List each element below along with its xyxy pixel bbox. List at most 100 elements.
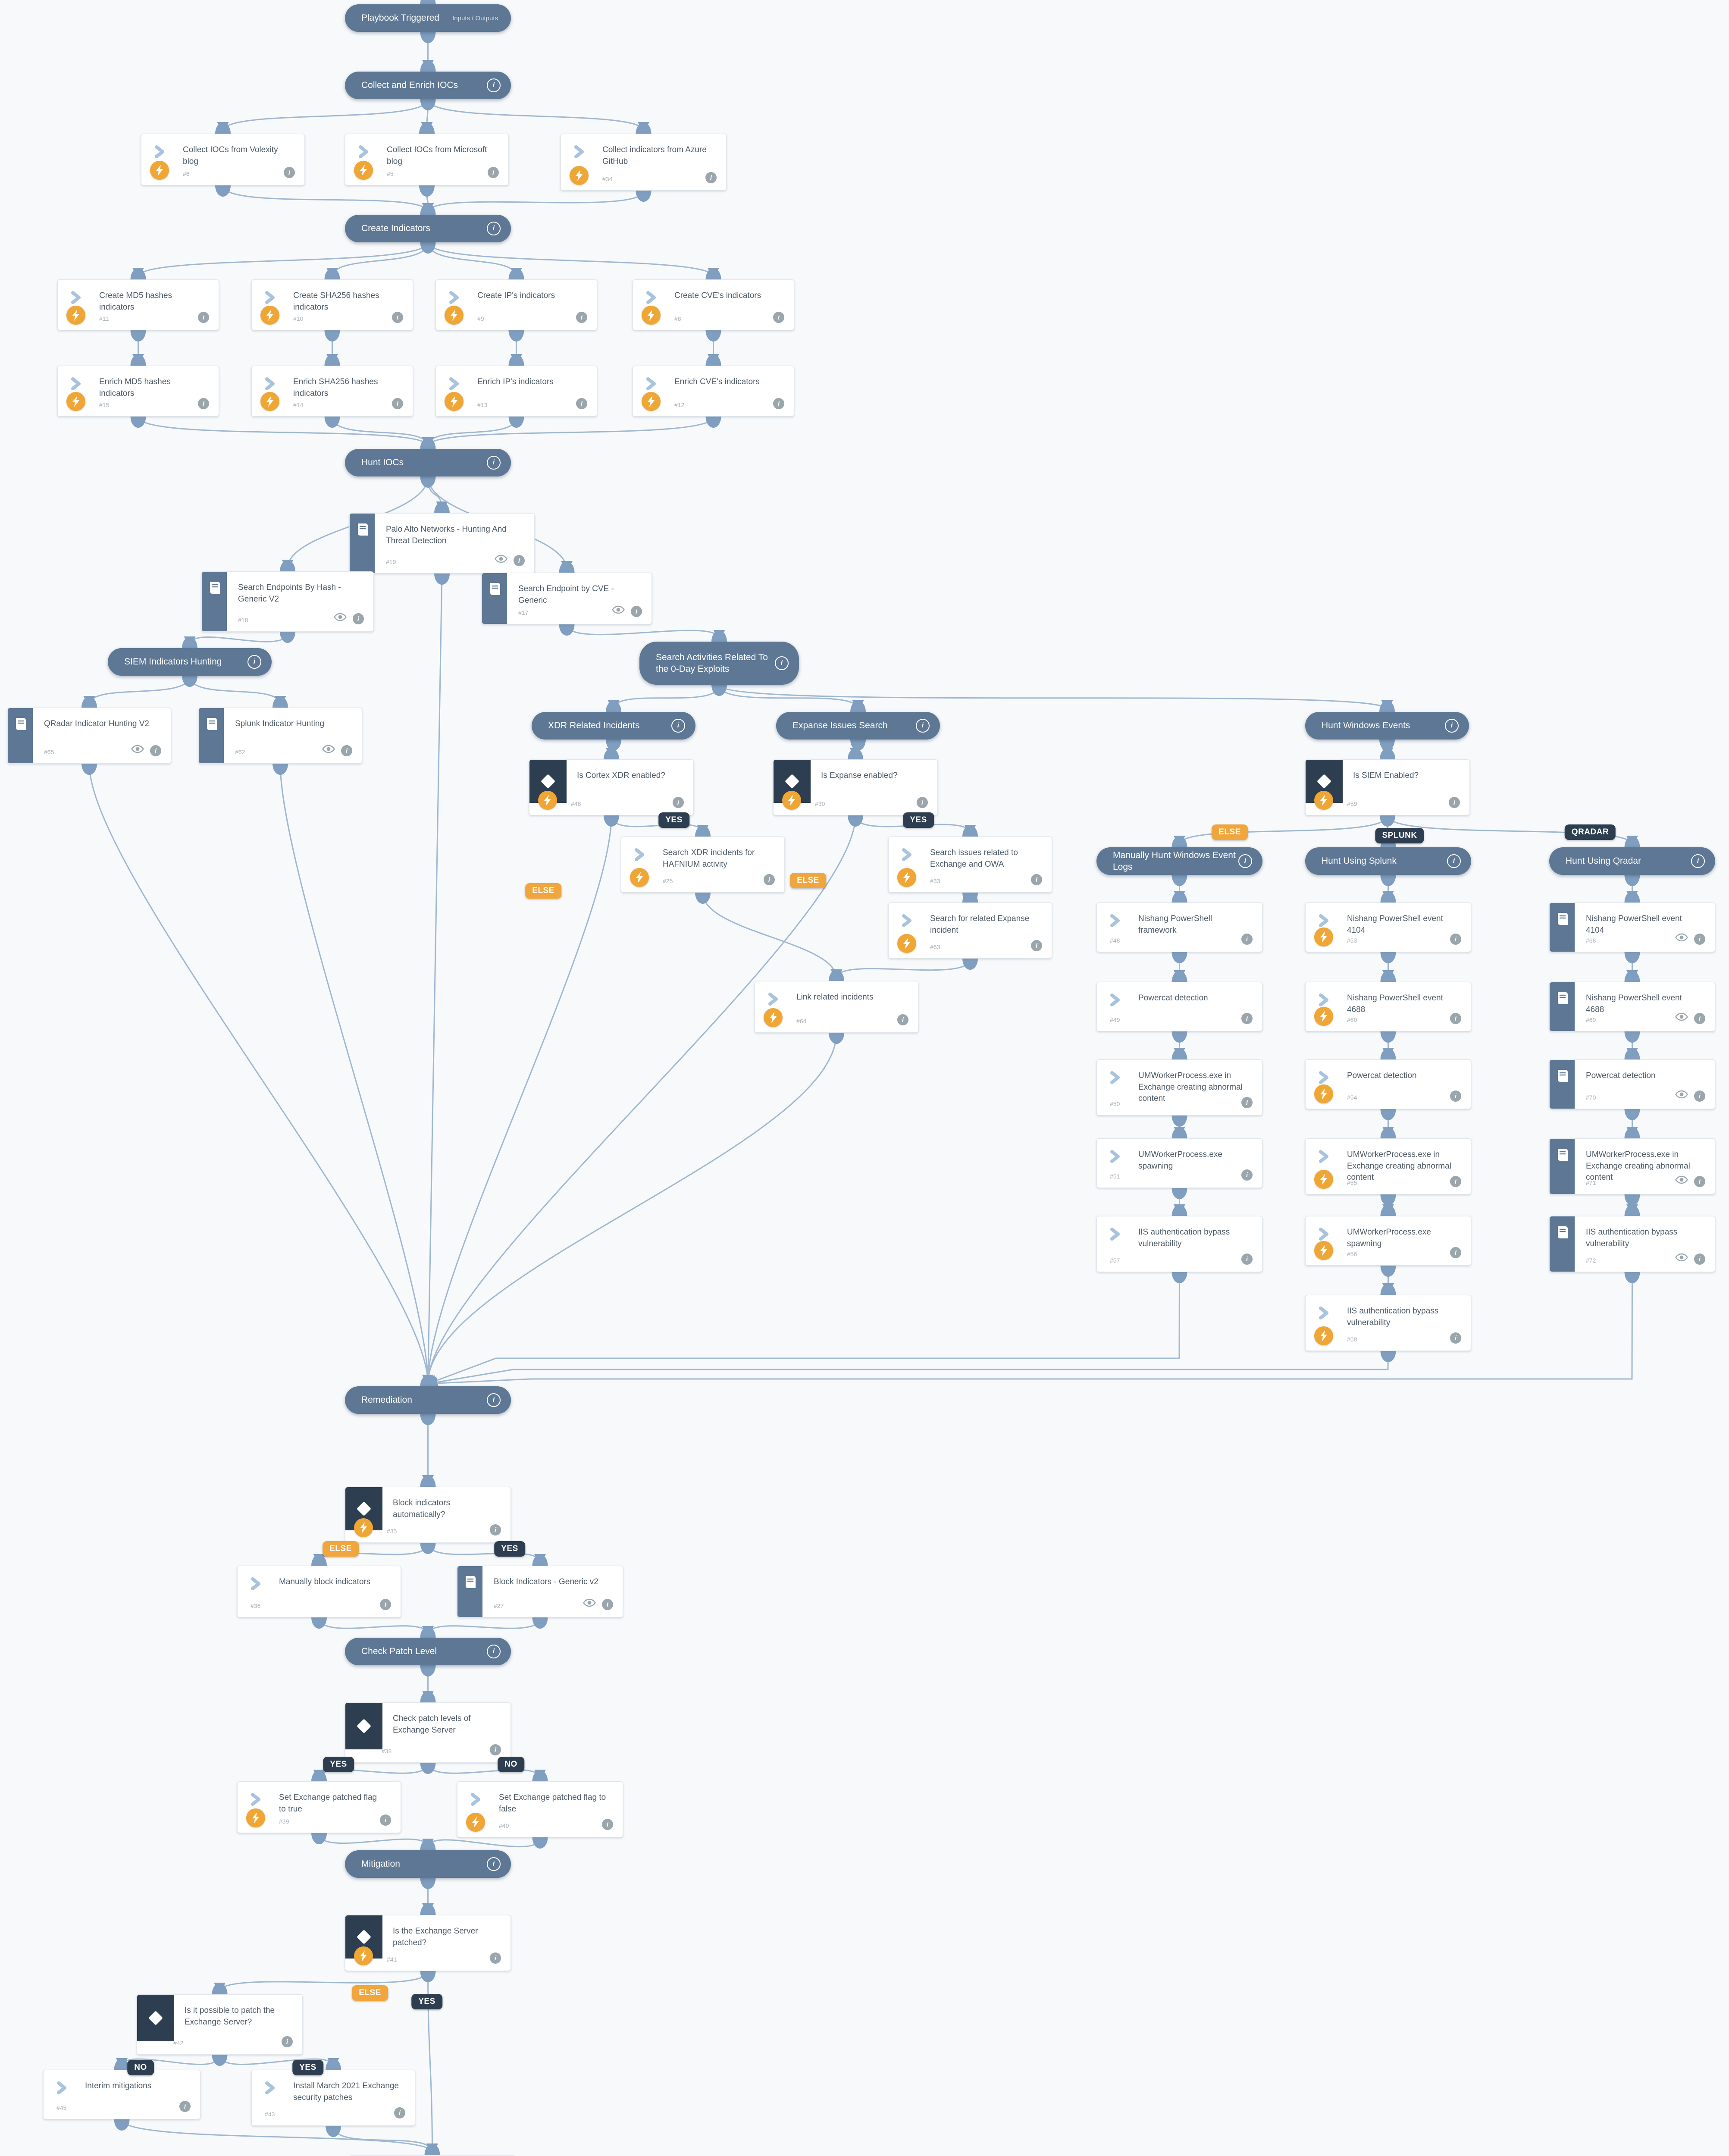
- info-icon[interactable]: i: [897, 1014, 908, 1025]
- task-manual-iis-auth-bypass[interactable]: IIS authentication bypass vulnerability#…: [1096, 1216, 1262, 1272]
- info-icon[interactable]: i: [576, 398, 587, 409]
- info-icon[interactable]: i: [179, 2101, 191, 2112]
- info-icon[interactable]: i: [487, 1857, 501, 1871]
- info-icon[interactable]: i: [380, 1814, 391, 1826]
- info-icon[interactable]: i: [490, 1524, 501, 1536]
- preview-eye-icon[interactable]: [1675, 1175, 1688, 1184]
- preview-eye-icon[interactable]: [1675, 1090, 1688, 1099]
- info-icon[interactable]: i: [490, 1744, 501, 1755]
- info-icon[interactable]: i: [1447, 854, 1461, 868]
- info-icon[interactable]: i: [1445, 719, 1459, 733]
- preview-eye-icon[interactable]: [1675, 933, 1688, 942]
- preview-eye-icon[interactable]: [495, 555, 507, 563]
- playbook-qradar-umworker-abnormal-content[interactable]: UMWorkerProcess.exe in Exchange creating…: [1549, 1138, 1715, 1194]
- info-icon[interactable]: i: [1694, 934, 1705, 945]
- preview-eye-icon[interactable]: [322, 745, 335, 753]
- condition-is-possible-to-patch[interactable]: Is it possible to patch the Exchange Ser…: [137, 1994, 303, 2055]
- info-icon[interactable]: i: [1694, 1176, 1705, 1187]
- info-icon[interactable]: i: [1694, 1013, 1705, 1024]
- info-icon[interactable]: i: [576, 312, 587, 323]
- info-icon[interactable]: i: [487, 222, 501, 235]
- info-icon[interactable]: i: [341, 745, 352, 756]
- task-search-issues-exchange-owa[interactable]: Search issues related to Exchange and OW…: [888, 837, 1052, 893]
- info-icon[interactable]: i: [392, 398, 403, 409]
- info-icon[interactable]: i: [1449, 797, 1460, 808]
- info-icon[interactable]: i: [1694, 1091, 1705, 1102]
- info-icon[interactable]: i: [353, 613, 364, 624]
- task-install-march-2021-patches[interactable]: Install March 2021 Exchange security pat…: [251, 2070, 415, 2126]
- info-icon[interactable]: i: [487, 456, 501, 470]
- info-icon[interactable]: i: [380, 1599, 391, 1610]
- info-icon[interactable]: i: [1241, 1169, 1253, 1181]
- info-icon[interactable]: i: [1241, 934, 1253, 945]
- task-manual-umworker-abnormal-content[interactable]: UMWorkerProcess.exe in Exchange creating…: [1096, 1059, 1262, 1116]
- info-icon[interactable]: i: [284, 167, 295, 178]
- info-icon[interactable]: i: [282, 2036, 293, 2047]
- preview-eye-icon[interactable]: [131, 745, 144, 753]
- info-icon[interactable]: i: [1450, 934, 1461, 945]
- info-icon[interactable]: i: [1450, 1013, 1461, 1024]
- info-icon[interactable]: i: [917, 797, 928, 808]
- info-icon[interactable]: i: [775, 656, 789, 670]
- info-icon[interactable]: i: [487, 1645, 501, 1658]
- playbook-search-endpoints-by-hash[interactable]: Search Endpoints By Hash - Generic V2#18…: [201, 571, 374, 632]
- info-icon[interactable]: i: [602, 1819, 613, 1830]
- info-icon[interactable]: i: [198, 312, 209, 323]
- preview-eye-icon[interactable]: [334, 613, 347, 621]
- info-icon[interactable]: i: [1031, 874, 1042, 885]
- preview-eye-icon[interactable]: [1675, 1012, 1688, 1021]
- playbook-pan-hunting-threat-detection[interactable]: Palo Alto Networks - Hunting And Threat …: [349, 513, 535, 573]
- info-icon[interactable]: i: [1241, 1013, 1253, 1024]
- info-icon[interactable]: i: [1691, 854, 1705, 868]
- info-icon[interactable]: i: [514, 555, 525, 566]
- info-icon[interactable]: i: [247, 655, 261, 669]
- info-icon[interactable]: i: [392, 312, 403, 323]
- info-icon[interactable]: i: [1241, 1097, 1253, 1108]
- task-splunk-umworker-abnormal-content[interactable]: UMWorkerProcess.exe in Exchange creating…: [1305, 1138, 1471, 1194]
- info-icon[interactable]: i: [1694, 1253, 1705, 1265]
- info-icon[interactable]: i: [773, 398, 784, 409]
- info-icon[interactable]: i: [1450, 1176, 1461, 1187]
- info-icon[interactable]: i: [631, 606, 642, 617]
- info-icon[interactable]: i: [916, 719, 930, 733]
- info-icon[interactable]: i: [773, 312, 784, 323]
- info-icon[interactable]: i: [198, 398, 209, 409]
